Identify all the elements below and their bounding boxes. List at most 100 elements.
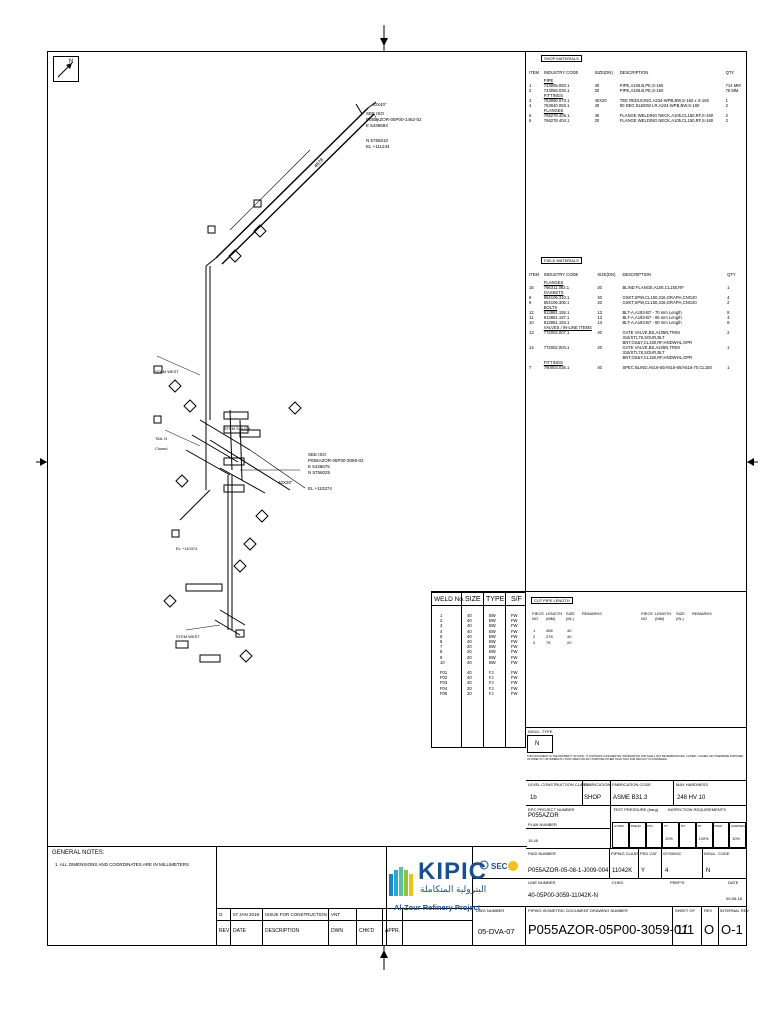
table-cell: 1	[727, 365, 730, 370]
rev-block-edge	[216, 846, 217, 946]
see-iso-line: EL +111244	[366, 144, 390, 149]
cut-pipe-cell: 40	[567, 628, 572, 633]
weld-cell: 4	[440, 628, 443, 634]
table-cell: 13	[597, 310, 602, 315]
tail-label: TAIL N	[155, 436, 167, 441]
table-cell: 20	[594, 88, 600, 93]
weld-cell: FW	[511, 633, 518, 639]
table-cell: 780003.036.1	[543, 365, 570, 370]
isometric-drawing: 4678 STEM WEST STEM SOUTH TAIL N Closed …	[153, 101, 379, 663]
table-cell: 40	[597, 365, 602, 370]
cut-pipe-subheader: NO	[641, 616, 647, 621]
table-cell: 1	[727, 345, 730, 350]
table-cell: 1	[725, 98, 728, 103]
weld-cell: BW	[489, 659, 496, 665]
lbl-insul-code: INSUL. CODE	[704, 851, 730, 856]
cut-pipe-subheader: (MM)	[546, 616, 556, 621]
weld-cell: FW	[511, 613, 518, 618]
tb-vline	[702, 849, 703, 878]
inspection-cell: PNEUM	[628, 822, 646, 848]
weld-table-header	[431, 592, 526, 606]
inspection-cell: PWHT	[712, 822, 730, 848]
tb-line	[526, 828, 610, 829]
sheet-value: 1/1	[676, 922, 695, 937]
logo-line	[472, 878, 526, 879]
lbl-prepd: PREP'D	[670, 880, 685, 885]
lbl-doc: PIPING ISOMETRIC DOCUMENT DRAWING NUMBER	[528, 908, 628, 913]
rev-cell: 07 JAN 2018	[233, 912, 260, 917]
table-cell: 13	[597, 320, 602, 325]
tb-vline	[609, 849, 610, 878]
table-header-cell: INDUSTRY CODE	[543, 70, 579, 75]
table-row: 316/STL78,SOUR,BLT	[527, 350, 745, 355]
table-cell: PIPE,A106.B,PE,S-160	[619, 88, 664, 93]
table-cell: BNT,OS&Y,CL150,RF,HNDWHL,OPR	[622, 355, 693, 360]
inspection-cell: HYDRO	[612, 822, 629, 848]
inspection-cell: MT	[679, 822, 696, 848]
rev-col-sep	[230, 908, 231, 946]
table-cell: 316/STL78,SOUR,BLT	[622, 335, 665, 340]
drawing-frame	[47, 51, 747, 946]
cut-pipe-header: PIECE	[641, 611, 654, 616]
table-cell: 2	[725, 118, 728, 123]
inspection-cell: PMI	[645, 822, 663, 848]
rev-line	[216, 908, 472, 909]
lbl-max-hardness: MAX HARDNESS	[676, 782, 709, 787]
rev-col-sep	[382, 908, 383, 946]
tb-line	[526, 805, 747, 806]
weld-cell: FJ	[489, 670, 494, 676]
lbl-rev: REV	[704, 908, 713, 913]
table-cell	[725, 355, 745, 360]
table-cell: 40	[594, 103, 600, 108]
section-row: GASKETS	[527, 290, 745, 295]
table-cell: 1	[529, 83, 532, 88]
table-cell: 40	[597, 330, 602, 335]
table-cell: 90 DEG ELBOW LR,A234-WPB,BW,S-160	[619, 103, 700, 108]
lbl-fabrication: FABRICATION	[584, 782, 611, 787]
weld-cell: FW	[511, 618, 518, 624]
kipic-logo-icon	[389, 867, 413, 896]
field-materials-title: FIELD MATERIALS	[541, 257, 582, 264]
table-cell: GATE VALVE,BS,A105N,TRIM	[622, 345, 680, 350]
weld-cell: 20	[467, 649, 472, 655]
north-arrow: N	[53, 56, 79, 82]
cut-pipe-subheader: NO	[532, 616, 538, 621]
cut-pipe-cell: 3	[533, 640, 536, 645]
tb-line	[526, 780, 747, 781]
lbl-ped: PED CAT	[640, 851, 658, 856]
north-arrow-icon	[57, 62, 73, 78]
cut-pipe-cell: 1	[533, 628, 536, 633]
table-cell: 15	[529, 285, 534, 290]
logo-edge	[386, 846, 387, 946]
cut-pipe-header: SIZE	[566, 611, 575, 616]
table-header-cell: SIZE(DN)	[594, 70, 613, 75]
table-cell: TEE REDUCING,A234-WPB,BW,S-160 x S-160	[619, 98, 709, 103]
table-cell: 772002.007.1	[543, 330, 570, 335]
weld-cell: BW	[489, 638, 496, 644]
weld-cell: F01	[440, 670, 448, 676]
section-title: FITTINGS	[543, 360, 563, 365]
table-header-cell: DESCRIPTION	[619, 70, 649, 75]
section-row: FLANGES	[527, 280, 745, 285]
insul-type-box	[527, 735, 553, 753]
tb-vline	[610, 780, 611, 848]
lbl-line-number: LINE NUMBER	[528, 880, 556, 885]
table-cell: 9	[529, 300, 532, 305]
partner-logo-text: SEC	[491, 862, 508, 871]
divider	[431, 591, 747, 592]
table-cell: BLT-A,A193-B7 - 85 mm Length	[622, 315, 682, 320]
table-header-cell: DESCRIPTION	[622, 272, 652, 277]
weld-cell: BW	[489, 613, 496, 618]
doc-number: P055AZOR-05P00-3059-01	[528, 922, 689, 937]
weld-cell: FW	[511, 670, 518, 676]
table-cell: 11	[529, 315, 534, 320]
